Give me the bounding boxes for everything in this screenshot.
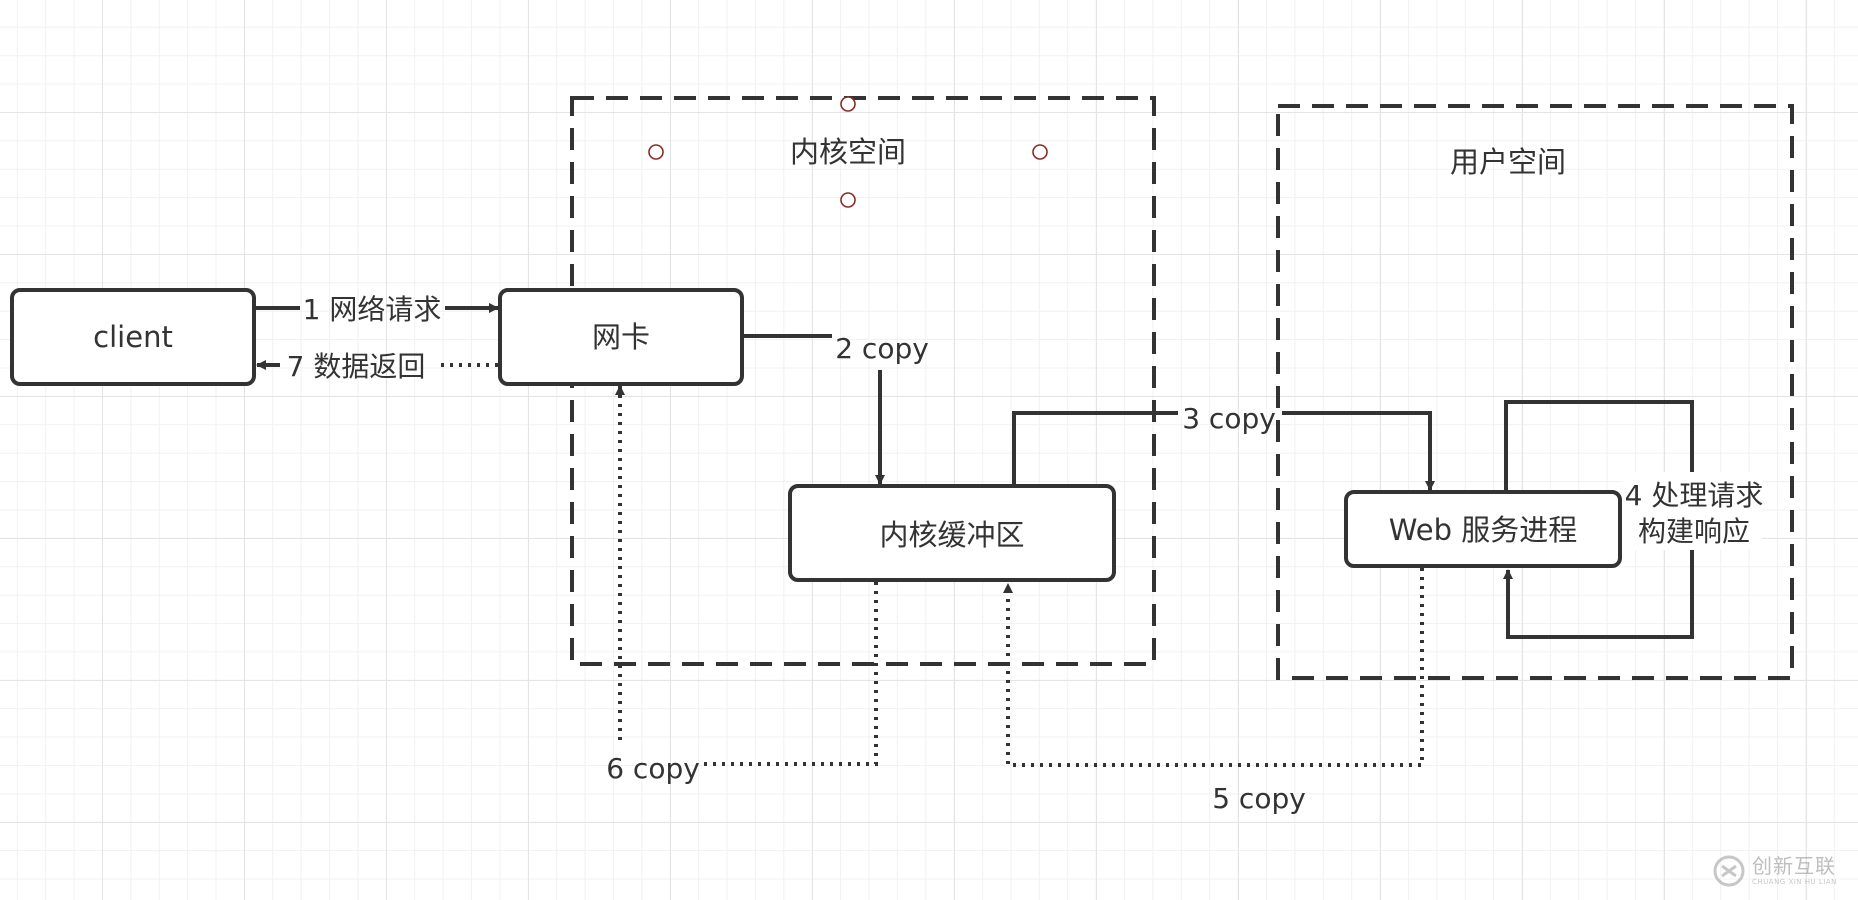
edge-5-copy[interactable]: 5 copy bbox=[1003, 568, 1424, 815]
edge-4-process-loop[interactable]: 4 处理请求 构建响应 bbox=[1503, 400, 1764, 639]
node-kernel-buffer[interactable]: 内核缓冲区 bbox=[788, 484, 1116, 582]
edge-4-label-line2: 构建响应 bbox=[1638, 515, 1750, 548]
user-space-title: 用户空间 bbox=[1450, 145, 1566, 179]
node-nic[interactable]: 网卡 bbox=[498, 288, 744, 386]
handle-right[interactable] bbox=[1032, 144, 1048, 160]
edge-4-label-bg bbox=[1622, 472, 1762, 550]
kernel-space-title: 内核空间 bbox=[790, 135, 906, 169]
handle-top[interactable] bbox=[840, 96, 856, 112]
node-client-label: client bbox=[93, 320, 173, 354]
node-web-process[interactable]: Web 服务进程 bbox=[1344, 490, 1622, 568]
edge-3-label: 3 copy bbox=[1182, 402, 1276, 435]
edge-6-copy[interactable]: 6 copy bbox=[606, 385, 878, 785]
node-client[interactable]: client bbox=[10, 288, 256, 386]
node-nic-label: 网卡 bbox=[592, 320, 650, 354]
edge-2-label: 2 copy bbox=[835, 332, 929, 365]
brand-logo-icon bbox=[1713, 855, 1745, 887]
edge-1-network-request[interactable]: 1 网络请求 bbox=[255, 293, 499, 326]
watermark-text: 创新互联 bbox=[1752, 854, 1836, 878]
handle-left[interactable] bbox=[648, 144, 664, 160]
edge-7-label: 7 数据返回 bbox=[287, 350, 426, 383]
user-space-region[interactable]: 用户空间 bbox=[1276, 104, 1794, 680]
watermark-logo: 创新互联 CHUANG XIN HU LIAN bbox=[1712, 846, 1852, 896]
edge-7-data-return[interactable]: 7 数据返回 bbox=[256, 350, 498, 383]
edge-6-label: 6 copy bbox=[606, 752, 700, 785]
node-kernel-buffer-label: 内核缓冲区 bbox=[879, 518, 1024, 552]
node-web-process-label: Web 服务进程 bbox=[1389, 513, 1577, 547]
edge-2-copy[interactable]: 2 copy bbox=[744, 332, 929, 485]
edge-1-label: 1 网络请求 bbox=[303, 293, 442, 326]
edge-5-label: 5 copy bbox=[1212, 782, 1306, 815]
selection-handles[interactable] bbox=[648, 96, 1048, 208]
handle-bottom[interactable] bbox=[840, 192, 856, 208]
edge-3-copy[interactable]: 3 copy bbox=[1012, 402, 1435, 491]
edge-4-label-line1: 4 处理请求 bbox=[1625, 479, 1764, 512]
watermark-subtext: CHUANG XIN HU LIAN bbox=[1752, 878, 1837, 886]
